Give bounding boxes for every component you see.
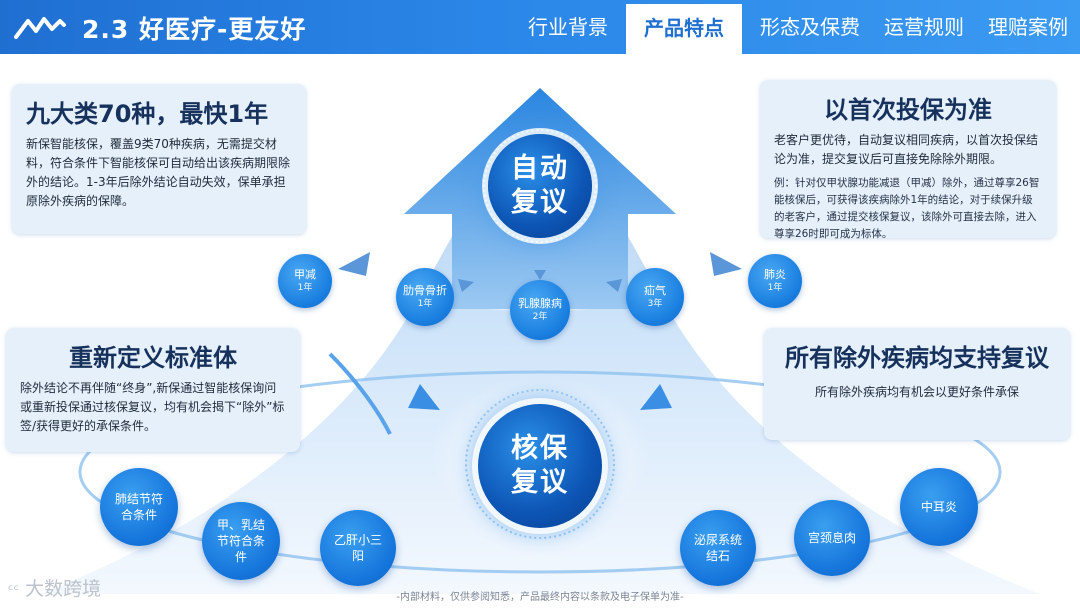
node-name: 肺炎 <box>764 268 786 281</box>
card-top-left: 九大类70种，最快1年 新保智能核保，覆盖9类70种疾病，无需提交材料，符合条件… <box>12 84 306 234</box>
card-mid-right: 所有除外疾病均支持复议 所有除外疾病均有机会以更好条件承保 <box>764 328 1070 440</box>
card-title: 所有除外疾病均支持复议 <box>785 344 1049 372</box>
node-name: 肺结节符合条件 <box>114 492 163 522</box>
header-bar: 2.3 好医疗-更友好 行业背景 产品特点 形态及保费 运营规则 理赔案例 <box>0 0 1080 54</box>
card-mid-left: 重新定义标准体 除外结论不再伴随“终身”,新保通过智能核保询问或重新投保通过核保… <box>6 328 300 452</box>
watermark-icon: ᶜᶜ <box>8 581 20 599</box>
node-name: 中耳炎 <box>920 500 957 514</box>
node-otitis-media: 中耳炎 <box>900 468 978 546</box>
card-note: 例：针对仅甲状腺功能减退（甲减）除外，通过尊享26智能核保后，可获得该疾病除外1… <box>774 177 1040 240</box>
watermark: ᶜᶜ 大数跨境 <box>8 574 101 601</box>
tab-operation-rules[interactable]: 运营规则 <box>884 15 964 39</box>
node-years: 1年 <box>297 283 313 293</box>
node-name: 疝气 <box>644 284 666 297</box>
node-name: 宫颈息肉 <box>807 531 856 545</box>
nav-tabs: 行业背景 产品特点 形态及保费 运营规则 理赔案例 <box>516 0 1080 54</box>
node-name: 甲、乳结节符合条件 <box>216 518 265 564</box>
underwriting-review-circle: 核保复议 <box>478 404 602 528</box>
card-body: 老客户更优待，自动复议相同疾病，以首次投保结论为准，提交复议后可直接免除除外期限… <box>774 133 1039 166</box>
node-years: 1年 <box>417 299 433 309</box>
tab-industry-background[interactable]: 行业背景 <box>528 15 608 39</box>
card-title: 重新定义标准体 <box>69 344 237 372</box>
node-years: 2年 <box>532 312 548 322</box>
footer-note: -内部材料，仅供参阅知悉，产品最终内容以条款及电子保单为准- <box>396 592 684 603</box>
node-name: 甲减 <box>294 268 316 281</box>
watermark-text: 大数跨境 <box>25 578 102 600</box>
card-top-right: 以首次投保为准 老客户更优待，自动复议相同疾病，以首次投保结论为准，提交复议后可… <box>760 80 1056 240</box>
card-body: 所有除外疾病均有机会以更好条件承保 <box>814 385 1019 399</box>
node-years: 3年 <box>647 299 663 309</box>
node-years: 1年 <box>767 283 783 293</box>
node-name: 泌尿系统结石 <box>693 533 742 563</box>
card-body: 除外结论不再伴随“终身”,新保通过智能核保询问或重新投保通过核保复议，均有机会揭… <box>20 381 285 433</box>
node-name: 乳腺腺病 <box>518 297 562 310</box>
underwriting-review-label: 核保复议 <box>511 433 569 498</box>
node-pneumonia: 肺炎 1年 <box>748 254 802 308</box>
tab-claim-cases[interactable]: 理赔案例 <box>988 15 1068 39</box>
tab-form-and-premium[interactable]: 形态及保费 <box>760 15 860 39</box>
node-rib-fracture: 肋骨骨折 1年 <box>396 268 454 326</box>
node-breast-disease: 乳腺腺病 2年 <box>510 280 570 340</box>
tab-product-features[interactable]: 产品特点 <box>626 4 742 54</box>
node-cervical-polyp: 宫颈息肉 <box>794 500 870 576</box>
card-body: 新保智能核保，覆盖9类70种疾病，无需提交材料，符合条件下智能核保可自动给出该疾… <box>26 137 291 208</box>
node-hypothyroidism: 甲减 1年 <box>278 254 332 308</box>
page-title: 2.3 好医疗-更友好 <box>82 15 307 44</box>
node-name: 乙肝小三阳 <box>333 533 382 563</box>
card-title: 以首次投保为准 <box>824 96 992 124</box>
diagram-stage: 九大类70种，最快1年 新保智能核保，覆盖9类70种疾病，无需提交材料，符合条件… <box>0 54 1080 608</box>
node-hepatitis-b-carrier: 乙肝小三阳 <box>320 510 396 586</box>
node-name: 肋骨骨折 <box>403 284 447 297</box>
auto-review-circle: 自动复议 <box>488 134 592 238</box>
node-thyroid-breast-nodule: 甲、乳结节符合条件 <box>202 502 280 580</box>
node-hernia: 疝气 3年 <box>626 268 684 326</box>
mountain-logo-icon <box>14 17 66 39</box>
node-lung-nodule: 肺结节符合条件 <box>100 468 178 546</box>
node-urinary-stone: 泌尿系统结石 <box>680 510 756 586</box>
card-title: 九大类70种，最快1年 <box>26 100 269 128</box>
auto-review-label: 自动复议 <box>511 153 569 218</box>
